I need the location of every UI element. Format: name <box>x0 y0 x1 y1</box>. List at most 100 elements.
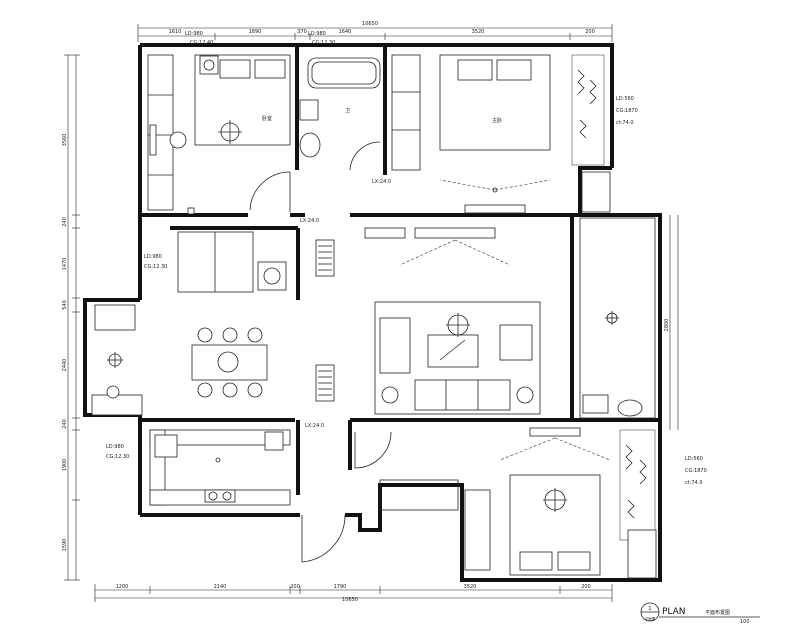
top-dimension-line: 10650 1610 1890 370 1640 3520 200 <box>137 21 613 42</box>
top-dim-6: 200 <box>585 29 595 35</box>
bottom-dim-6: 200 <box>581 584 591 590</box>
bedroom-left: 卧室 LD:980 CG:12.40 <box>147 31 291 215</box>
corridor-label-2: LX:24.0 <box>300 218 319 224</box>
living-dining: LX:24.0 LD:980 CG:12.30 <box>91 217 656 419</box>
bedroom-3: LD:560 CG:1870 ct:74.0 <box>464 427 707 579</box>
washbasin <box>299 132 321 158</box>
tv-wall <box>414 227 496 239</box>
nightstand-lamp-icon <box>199 55 219 75</box>
kitchen-cg: CG:12.30 <box>106 454 129 460</box>
bottom-dim-3: 200 <box>290 584 300 590</box>
ceiling-light-icon <box>215 457 221 463</box>
armchair-right <box>499 324 533 361</box>
bathroom-label: 卫 <box>345 108 350 114</box>
ceiling-light-icon <box>605 311 619 325</box>
bathroom-cg: CG:12.30 <box>312 40 335 46</box>
right-dimension-line: 2800 <box>664 215 679 430</box>
bathtub <box>307 57 381 89</box>
top-dim-1: 1610 <box>169 29 182 35</box>
bay-window-planter-3 <box>619 429 656 541</box>
chair-icon <box>169 131 187 149</box>
chair-icon <box>247 327 263 343</box>
wardrobe-master <box>391 54 421 171</box>
ceiling-light-icon <box>107 352 123 368</box>
sofa <box>414 379 511 411</box>
chair-icon <box>197 327 213 343</box>
chair-icon <box>197 382 213 398</box>
top-dim-5: 3520 <box>472 29 485 35</box>
title-word: PLAN <box>662 607 686 617</box>
bottom-dim-5: 3520 <box>464 584 477 590</box>
chair-icon <box>247 382 263 398</box>
ceiling-light-icon <box>446 313 470 337</box>
bay3-ld: LD:560 <box>685 456 703 462</box>
top-total-dim: 10650 <box>362 21 378 27</box>
title-number: 1 <box>648 606 651 612</box>
laundry-cabinet <box>177 231 254 293</box>
kitchen: LD:980 CG:12.30 LX:24.0 <box>106 423 459 563</box>
master-bay-ld: LD:560 <box>616 96 634 102</box>
side-cabinet <box>94 304 136 331</box>
kid-room-ld: LD:980 <box>185 31 203 37</box>
sideboard <box>91 394 143 416</box>
master-bedroom: 主卧 LD:560 CG:1870 ct:74.0 <box>391 54 638 214</box>
kitchen-sink <box>154 434 178 458</box>
stove <box>204 489 236 503</box>
right-dim: 2800 <box>664 319 670 332</box>
dining-cg: CG:12.30 <box>144 264 167 270</box>
top-dim-2: 1890 <box>249 29 262 35</box>
door-swing <box>249 171 291 211</box>
bed-master <box>439 54 551 151</box>
dining-table <box>191 344 268 381</box>
corridor-label-1: LX:24.0 <box>372 179 391 185</box>
master-bay-cg: CG:1870 <box>616 108 638 114</box>
title-block: 1 平面图 PLAN 平面布置图 100 <box>640 602 760 625</box>
top-dim-3: 370 <box>297 29 307 35</box>
balcony <box>579 217 656 419</box>
bottom-dim-1: 1200 <box>116 584 129 590</box>
bottom-dim-2: 2140 <box>214 584 227 590</box>
master-label: 主卧 <box>492 117 502 124</box>
tv-cabinet-3 <box>529 427 581 437</box>
ceiling-light-icon <box>218 120 242 144</box>
kitchen-ld: LD:980 <box>106 444 124 450</box>
bathroom: 卫 LD:980 CG:12.30 LX:24.0 <box>299 31 391 185</box>
bedroom-left-label: 卧室 <box>262 115 272 122</box>
title-scale: 100 <box>740 619 750 625</box>
left-dim-5: 2440 <box>62 359 68 372</box>
bay3-ct: ct:74.0 <box>685 480 703 486</box>
kid-room-cg: CG:12.40 <box>190 40 213 46</box>
dining-ld: LD:980 <box>144 254 162 260</box>
tv-cabinet-master <box>464 204 526 214</box>
chair-icon <box>222 327 238 343</box>
left-dim-3: 1470 <box>62 258 68 271</box>
left-dim-8: 1590 <box>62 539 68 552</box>
desk <box>149 124 157 156</box>
bay-window-planter <box>571 54 605 166</box>
left-dim-6: 240 <box>62 419 68 429</box>
ceiling-light-icon <box>439 179 551 193</box>
left-dim-1: 3560 <box>62 134 68 147</box>
chair-icon <box>222 382 238 398</box>
title-name: 平面布置图 <box>705 609 730 616</box>
bathroom-ld: LD:980 <box>308 31 326 37</box>
title-sub: 平面图 <box>645 616 656 621</box>
bottom-dim-4: 1790 <box>334 584 347 590</box>
wardrobe-3 <box>464 489 491 571</box>
left-dim-4: 540 <box>62 300 68 310</box>
left-dim-7: 1900 <box>62 459 68 472</box>
coffee-table <box>427 334 479 368</box>
bottom-total-dim: 10650 <box>342 597 358 603</box>
toilet <box>299 99 319 121</box>
left-dimension-line: 3560 240 1470 540 2440 240 1900 1590 <box>62 54 80 581</box>
armchair-left <box>379 317 411 374</box>
left-dim-2: 240 <box>62 217 68 227</box>
corridor-label-3: LX:24.0 <box>305 423 324 429</box>
entry-door <box>301 514 346 563</box>
sink <box>257 261 287 291</box>
ceiling-light-icon <box>543 488 567 512</box>
master-bay-ct: ct:74.0 <box>616 120 634 126</box>
bay3-cg: CG:1870 <box>685 468 707 474</box>
top-dim-4: 1640 <box>339 29 352 35</box>
